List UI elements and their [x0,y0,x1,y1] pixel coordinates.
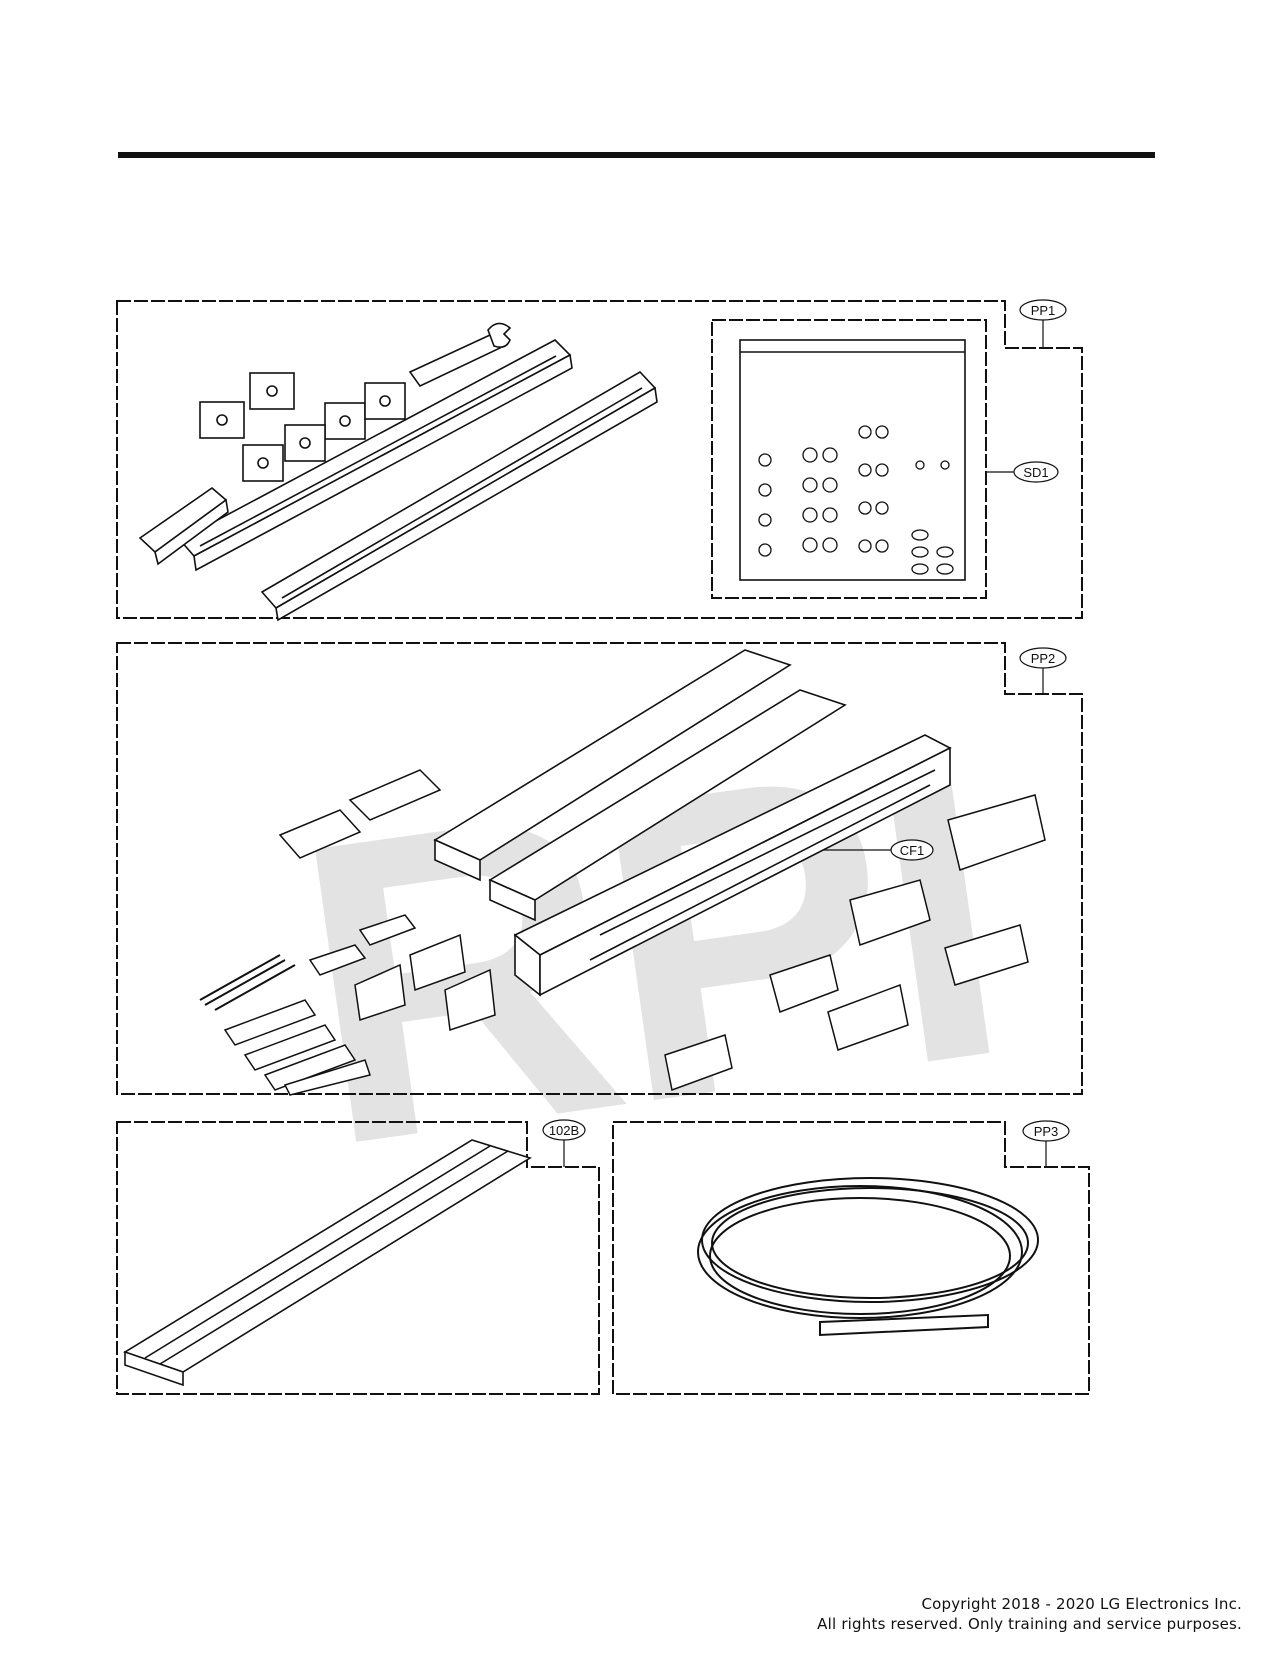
wrench [408,322,512,388]
trim-strip [123,1139,532,1387]
mounting-rail-2 [260,370,658,622]
screw-bag [739,339,966,581]
copyright-notice: Copyright 2018 - 2020 LG Electronics Inc… [817,1594,1242,1634]
pp3-box [612,1121,1090,1395]
pp3-label: PP3 [1034,1124,1059,1139]
pp1-box [116,300,1083,619]
b102-box [116,1121,600,1395]
copyright-line-1: Copyright 2018 - 2020 LG Electronics Inc… [921,1595,1242,1613]
pp2-box [116,642,1083,1095]
spring [199,954,296,1011]
gaskets [664,794,1046,1092]
l-brackets [199,372,406,482]
screws [758,425,954,575]
filter-frame [513,734,952,997]
pp2-label: PP2 [1031,651,1056,666]
small-brackets [278,769,496,1032]
duct-channels [433,649,847,922]
plates [223,999,371,1096]
mounting-rail-1 [178,339,573,572]
sd1-label: SD1 [1023,465,1048,480]
pp1-label: PP1 [1031,303,1056,318]
header-rule [118,152,1155,158]
seal-coil [697,1177,1039,1337]
sd1-box [711,319,987,599]
wedge-block [138,486,229,566]
b102-label: 102B [549,1123,579,1138]
copyright-line-2: All rights reserved. Only training and s… [817,1615,1242,1633]
cf1-label: CF1 [900,843,925,858]
